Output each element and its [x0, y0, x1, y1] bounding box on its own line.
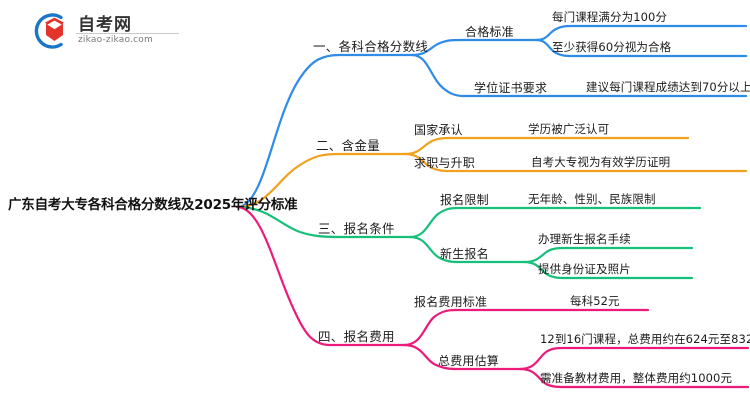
branch-3-child-1-leaf-1[interactable]: 无年龄、性别、民族限制 — [528, 192, 656, 206]
branch-1-child-2[interactable]: 学位证书要求 — [474, 81, 548, 95]
logo-brand-cn: 自考网 — [78, 15, 132, 35]
branch-node-2[interactable]: 二、含金量 — [316, 138, 381, 153]
wire-branch3-child2-leaf1 — [522, 246, 694, 264]
wire-branch1-child1-leaf2 — [534, 38, 748, 58]
wire-branch1-child1-leaf1 — [534, 24, 748, 42]
wire-branch4-child1 — [402, 308, 522, 347]
wire-branch3-child1 — [408, 206, 526, 239]
mindmap-root-node[interactable]: 广东自考大专各科合格分数线及2025年评分标准 — [8, 197, 298, 213]
branch-4-child-1[interactable]: 报名费用标准 — [414, 295, 488, 309]
branch-1-child-2-leaf-1[interactable]: 建议每门课程成绩达到70分以上 — [586, 80, 750, 94]
wire-branch1-child2 — [410, 53, 572, 98]
branch-1-child-1-leaf-1[interactable]: 每门课程满分为100分 — [552, 10, 668, 24]
branch-3-child-2[interactable]: 新生报名 — [440, 247, 489, 261]
wire-root-branch3 — [235, 205, 412, 239]
branch-1-child-1[interactable]: 合格标准 — [465, 25, 514, 39]
wire-branch4-child2-leaf1 — [518, 346, 750, 371]
branch-3-child-2-leaf-2[interactable]: 提供身份证及照片 — [538, 262, 631, 276]
wire-root-branch1 — [235, 53, 414, 209]
branch-2-child-1-leaf-1[interactable]: 学历被广泛认可 — [528, 122, 610, 136]
branch-3-child-2-leaf-1[interactable]: 办理新生报名手续 — [538, 232, 631, 246]
zikao-logo-icon — [34, 13, 64, 49]
branch-4-child-2[interactable]: 总费用估算 — [438, 354, 500, 368]
branch-4-child-1-leaf-1[interactable]: 每科52元 — [570, 294, 620, 308]
branch-3-child-1[interactable]: 报名限制 — [440, 193, 489, 207]
wire-branch3-child2 — [408, 235, 526, 264]
branch-1-child-1-leaf-2[interactable]: 至少获得60分视为合格 — [552, 40, 672, 54]
branch-node-3[interactable]: 三、报名条件 — [318, 221, 395, 236]
logo-divider — [76, 33, 179, 34]
wire-branch2-child2 — [403, 152, 529, 173]
branch-node-1[interactable]: 一、各科合格分数线 — [313, 39, 429, 54]
wire-branch4-child2-leaf2 — [518, 367, 750, 389]
branch-node-4[interactable]: 四、报名费用 — [318, 329, 395, 344]
logo-text-block: 自考网 zikao-zikao.com — [76, 8, 179, 52]
wire-branch2-child1 — [403, 136, 526, 156]
wire-root-branch4 — [235, 205, 406, 347]
branch-2-child-2-leaf-1[interactable]: 自考大专视为有效学历证明 — [531, 155, 671, 169]
wire-root-branch2 — [235, 152, 407, 209]
wire-branch3-child2-leaf2 — [522, 260, 694, 280]
branch-2-child-2[interactable]: 求职与升职 — [414, 156, 476, 170]
site-logo: 自考网 zikao-zikao.com — [30, 8, 180, 54]
branch-2-child-1[interactable]: 国家承认 — [414, 123, 463, 137]
branch-4-child-2-leaf-2[interactable]: 需准备教材费用，整体费用约1000元 — [540, 371, 733, 385]
logo-brand-url: zikao-zikao.com — [78, 35, 153, 45]
branch-4-child-2-leaf-1[interactable]: 12到16门课程，总费用约在624元至832元 — [540, 332, 750, 346]
wire-branch4-child2 — [402, 343, 522, 371]
wire-branch1-child1 — [410, 38, 538, 57]
